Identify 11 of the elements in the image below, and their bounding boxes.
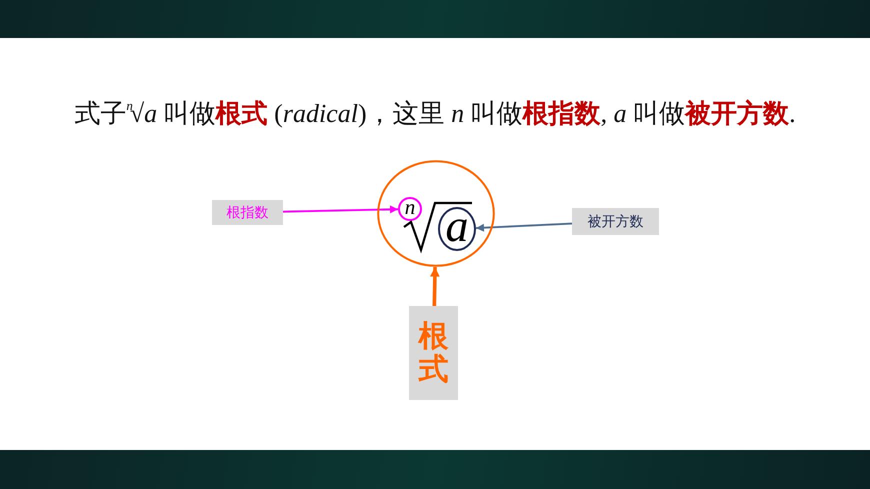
- arrow: [282, 205, 398, 214]
- circled-letter: a: [438, 207, 476, 251]
- arrow: [430, 266, 440, 306]
- arrow: [476, 222, 572, 232]
- callout-label: 被开方数: [572, 208, 659, 235]
- label-text: 根式: [418, 320, 448, 386]
- circled-letter: n: [398, 197, 422, 221]
- highlight-ellipse: [377, 160, 495, 267]
- callout-label: 根指数: [212, 200, 283, 225]
- heading-sentence: 式子$^{n}$√a 叫做根式 (radical)，这里 n 叫做根指数, a 叫做被开方数.: [73, 97, 797, 130]
- callout-label: [409, 306, 458, 400]
